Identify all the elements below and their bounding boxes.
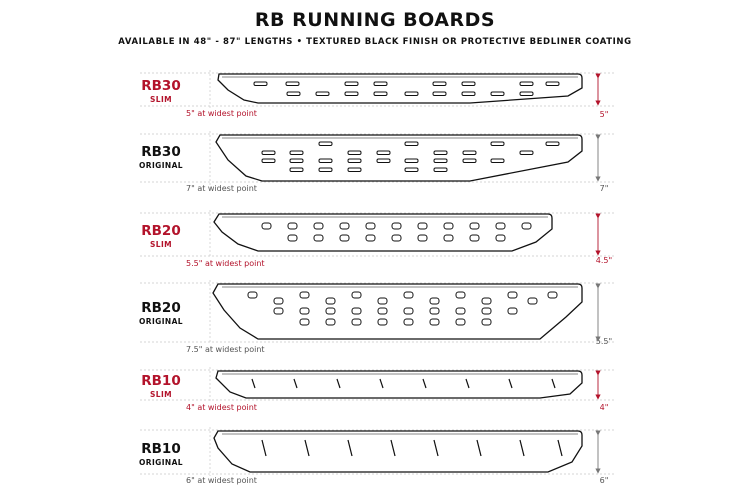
- width-note-rb10-slim: 4" at widest point: [186, 403, 257, 412]
- width-note-rb30-slim: 5" at widest point: [186, 109, 257, 118]
- board-rb20-original: [212, 283, 583, 340]
- board-rb30-slim: [217, 73, 583, 104]
- model-name: RB10: [141, 441, 181, 457]
- slash-pattern: [251, 378, 556, 389]
- board-rb10-slim: [215, 370, 583, 399]
- model-variant: ORIGINAL: [139, 160, 183, 170]
- dimension-label-rb20-slim: 4.5": [595, 256, 613, 265]
- width-note-rb20-slim: 5.5" at widest point: [186, 259, 265, 268]
- page-title: RB RUNNING BOARDS: [254, 9, 496, 31]
- hole-pattern: [247, 291, 558, 326]
- model-variant: ORIGINAL: [139, 316, 183, 326]
- hole-pattern: [261, 222, 532, 242]
- model-name: RB10: [141, 373, 181, 389]
- slot-pattern: [261, 141, 560, 172]
- board-rb10-original: [213, 430, 583, 473]
- dimension-label-rb20-original: 5.5": [595, 337, 613, 346]
- model-name: RB20: [141, 300, 181, 316]
- slash-pattern: [261, 439, 563, 457]
- model-name: RB30: [141, 78, 181, 94]
- board-label-rb20-original: RB20 ORIGINAL: [120, 300, 202, 326]
- board-rb30-original: [215, 134, 583, 182]
- dimension-label-rb30-slim: 5": [599, 110, 609, 119]
- board-label-rb30-slim: RB30 SLIM: [120, 78, 202, 104]
- model-variant: SLIM: [149, 239, 173, 249]
- model-variant: SLIM: [149, 94, 173, 104]
- board-label-rb20-slim: RB20 SLIM: [120, 223, 202, 249]
- dimension-label-rb10-original: 6": [599, 476, 609, 485]
- width-note-rb10-original: 6" at widest point: [186, 476, 257, 485]
- slot-pattern: [253, 81, 560, 96]
- board-label-rb30-original: RB30 ORIGINAL: [120, 144, 202, 170]
- model-variant: ORIGINAL: [139, 457, 183, 467]
- board-label-rb10-slim: RB10 SLIM: [120, 373, 202, 399]
- model-variant: SLIM: [149, 389, 173, 399]
- width-note-rb20-original: 7.5" at widest point: [186, 345, 265, 354]
- guide-lines: [140, 70, 615, 476]
- dimension-label-rb30-original: 7": [599, 184, 609, 193]
- dimension-label-rb10-slim: 4": [599, 403, 609, 412]
- model-name: RB30: [141, 144, 181, 160]
- width-note-rb30-original: 7" at widest point: [186, 184, 257, 193]
- board-label-rb10-original: RB10 ORIGINAL: [120, 441, 202, 467]
- model-name: RB20: [141, 223, 181, 239]
- page-subtitle: AVAILABLE IN 48" - 87" LENGTHS • TEXTURE…: [118, 37, 632, 47]
- board-rb20-slim: [213, 213, 553, 252]
